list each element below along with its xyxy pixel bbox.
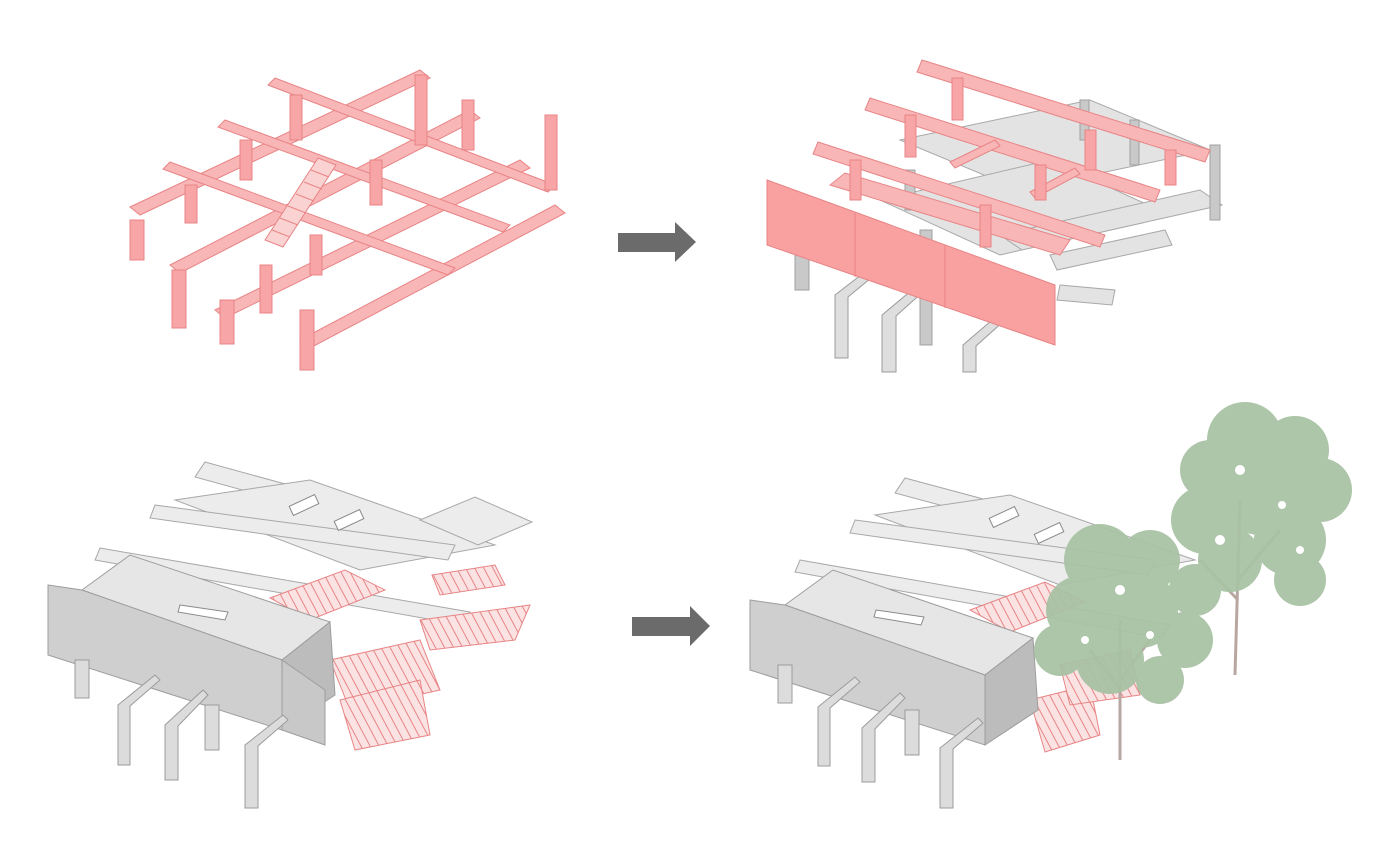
panel-step-4-building	[749, 402, 1352, 809]
arrow-right-icon	[618, 222, 696, 262]
panel-step-2-frame	[766, 59, 1224, 373]
stair-icon	[264, 157, 337, 248]
tree-icon	[1034, 402, 1352, 760]
arrow-right-icon	[632, 606, 710, 646]
panel-step-1-frame	[129, 69, 566, 371]
panel-step-3-building	[47, 461, 534, 809]
louver-slats	[268, 564, 531, 751]
